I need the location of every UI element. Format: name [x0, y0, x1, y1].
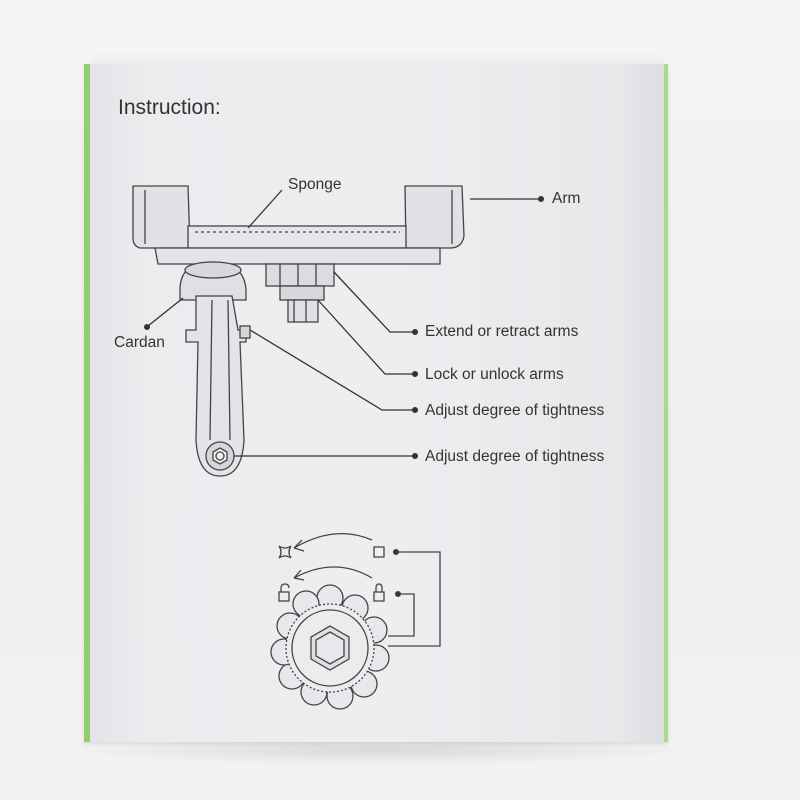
unlock-x-icon — [278, 545, 292, 559]
label-extend-retract: Extend or retract arms — [425, 323, 579, 340]
label-cardan: Cardan — [114, 334, 165, 351]
extend-knob — [265, 263, 335, 287]
stem — [185, 295, 247, 477]
lock-square-icon — [373, 546, 385, 558]
label-sponge: Sponge — [288, 176, 342, 193]
left-arm — [132, 185, 191, 249]
lock-nut — [279, 285, 325, 301]
cross-bar — [187, 225, 407, 249]
lock-mechanism — [270, 532, 441, 710]
instruction-heading: Instruction: — [118, 96, 221, 119]
lock-closed-icon — [373, 583, 385, 602]
label-lock-unlock: Lock or unlock arms — [425, 366, 564, 383]
label-arm: Arm — [552, 190, 581, 207]
label-adjust-tightness-1: Adjust degree of tightness — [425, 402, 605, 419]
label-adjust-tightness-2: Adjust degree of tightness — [425, 448, 605, 465]
lock-open-icon — [278, 583, 290, 602]
right-arm — [404, 185, 465, 249]
rotate-arrow-icon — [293, 532, 373, 549]
